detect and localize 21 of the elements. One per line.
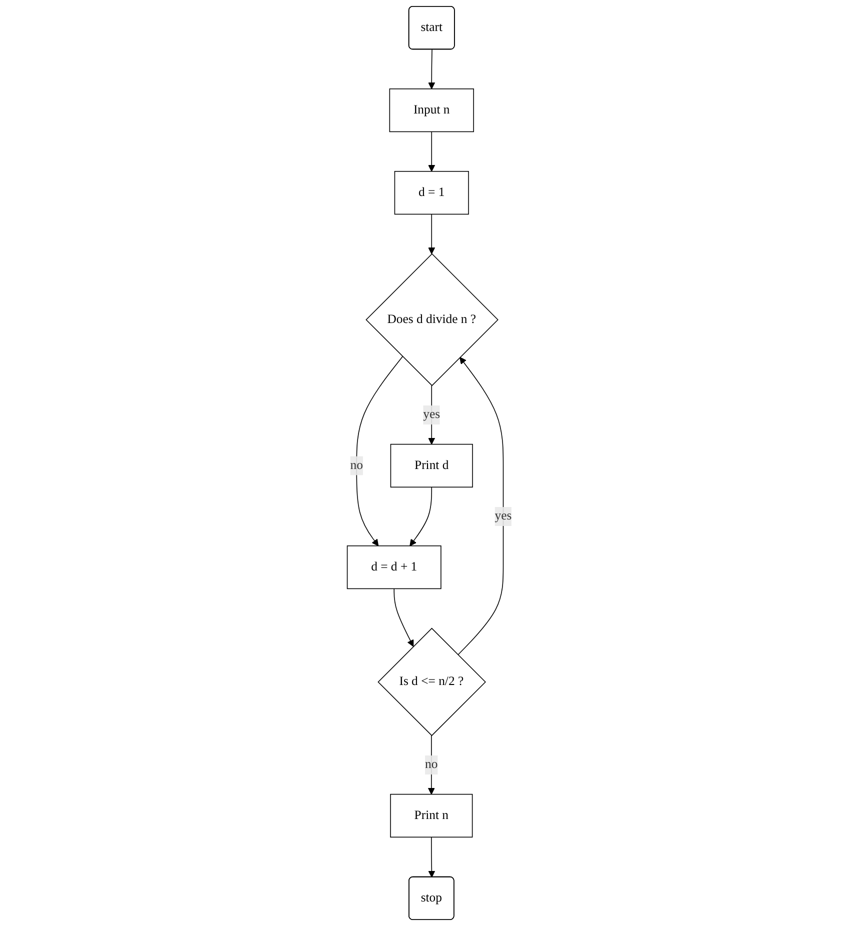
edge-label: yes [494,509,512,523]
node-diamond: Does d divide n ? [366,253,498,386]
edge-label: yes [423,408,440,422]
arrow [428,385,436,445]
edge-label: no [425,758,438,772]
arrow [356,356,403,546]
arrow [458,356,504,656]
node-box: d = d + 1 [346,545,442,590]
arrow [428,735,435,795]
node-diamond: Is d <= n/2 ? [378,628,486,736]
node-box: Print n [390,794,473,838]
arrow [428,836,436,878]
arrow [428,214,436,254]
arrow [410,486,432,546]
edge-label: no [350,458,363,472]
arrow [428,49,436,90]
node-box: d = 1 [394,170,469,215]
node-box: Print d [390,444,473,488]
node-box: Input n [389,88,474,132]
arrow [428,131,436,172]
arrow [394,588,414,647]
